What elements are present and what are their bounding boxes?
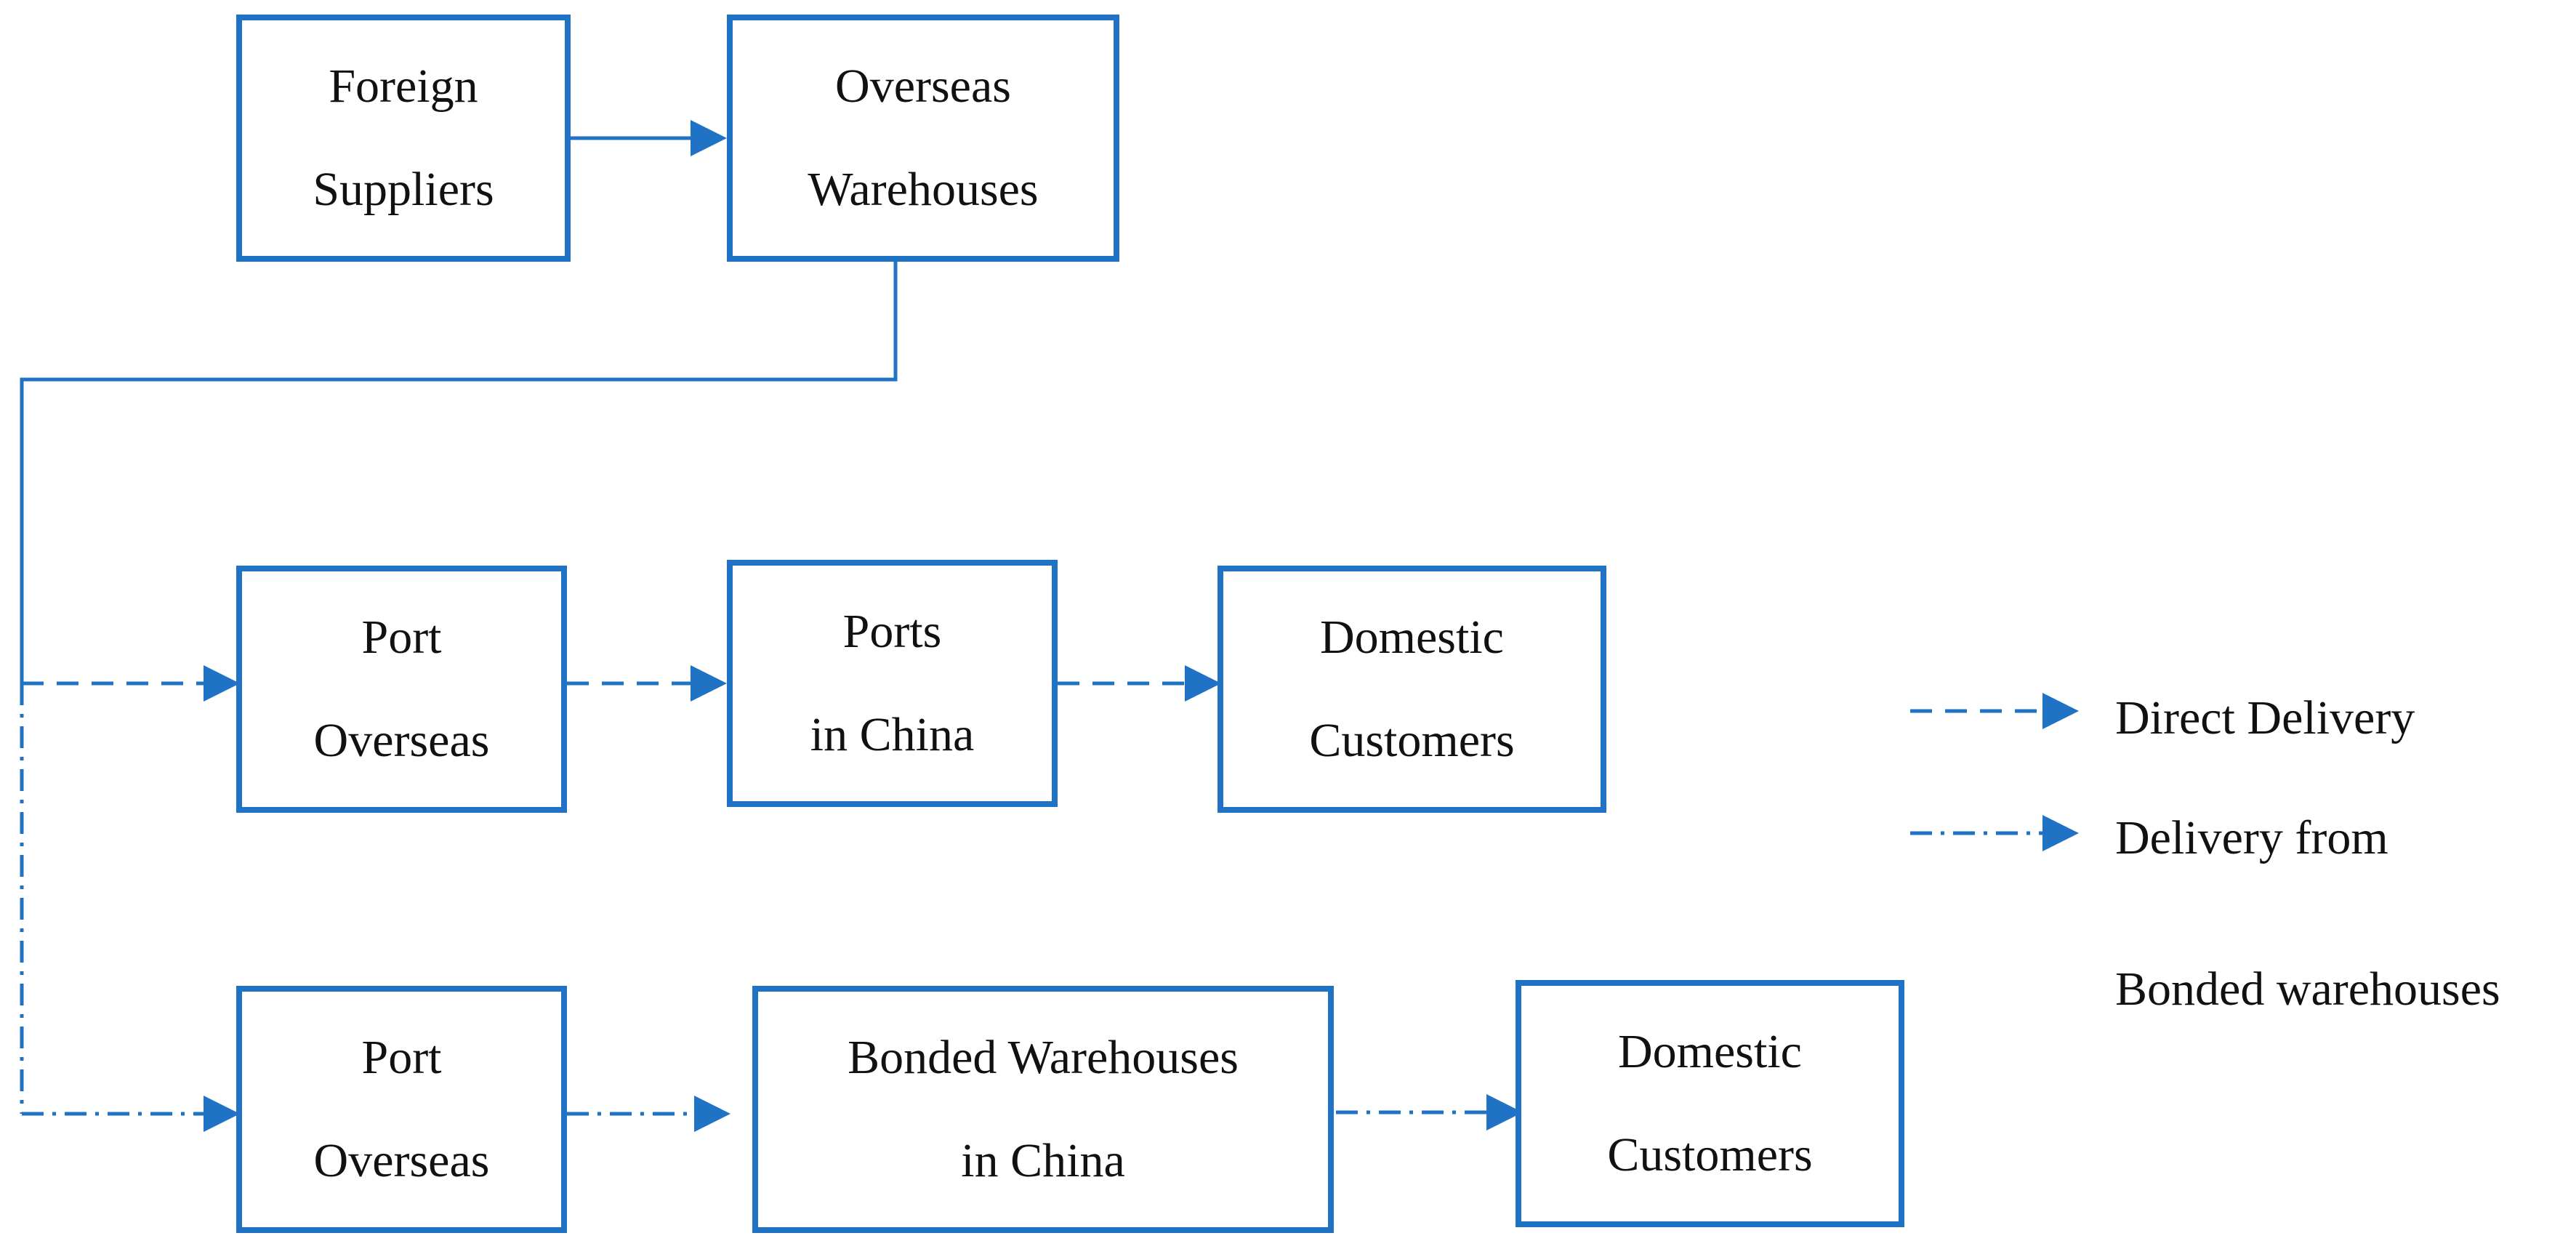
node-label: Domestic (1618, 1025, 1802, 1078)
node-label: Ports (842, 605, 942, 658)
legend-bonded-label-line1: Delivery from (2115, 811, 2388, 864)
node-bonded-warehouses-in-china: Bonded Warehouses in China (752, 986, 1334, 1233)
node-label: Overseas (313, 1134, 490, 1187)
node-label: Customers (1309, 714, 1515, 767)
node-foreign-suppliers: Foreign Suppliers (236, 15, 571, 262)
node-label: Port (361, 1031, 442, 1084)
arrowhead (1185, 665, 1221, 702)
arrowhead (694, 1096, 730, 1132)
node-label: Port (361, 611, 442, 664)
legend-direct-delivery-label: Direct Delivery (2115, 691, 2415, 744)
node-label: Overseas (313, 714, 490, 767)
node-domestic-customers-bonded: Domestic Customers (1516, 980, 1904, 1227)
arrowhead (691, 665, 727, 702)
legend-arrowhead (2042, 693, 2079, 729)
node-port-overseas-direct: Port Overseas (236, 566, 567, 813)
node-label: Customers (1607, 1128, 1813, 1181)
node-ports-in-china: Ports in China (727, 560, 1058, 807)
node-overseas-warehouses: Overseas Warehouses (727, 15, 1119, 262)
node-label: in China (961, 1134, 1125, 1187)
node-domestic-customers-direct: Domestic Customers (1217, 566, 1606, 813)
arrowhead (691, 120, 727, 156)
node-label: Bonded Warehouses (848, 1031, 1239, 1084)
legend-bonded-label-line2: Bonded warehouses (2115, 963, 2500, 1016)
legend-arrowhead (2042, 815, 2079, 851)
route-from-warehouses (20, 262, 898, 683)
node-label: Warehouses (808, 163, 1039, 216)
node-port-overseas-bonded: Port Overseas (236, 986, 567, 1233)
node-label: Suppliers (313, 163, 494, 216)
node-label: Foreign (329, 60, 478, 113)
node-label: in China (810, 708, 975, 761)
arrowhead (1486, 1094, 1523, 1130)
arrowhead (204, 1096, 240, 1132)
arrowhead (204, 665, 240, 702)
node-label: Overseas (835, 60, 1011, 113)
node-label: Domestic (1320, 611, 1504, 664)
